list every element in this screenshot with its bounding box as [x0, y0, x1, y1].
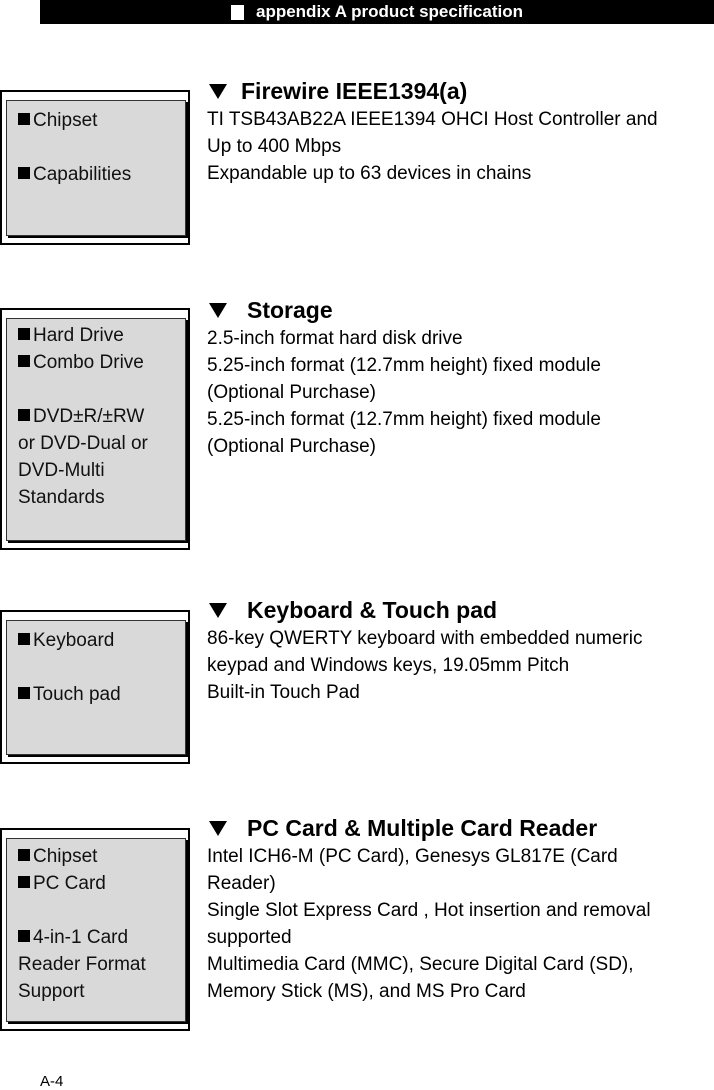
bullet-square-icon — [18, 355, 30, 367]
section-title: PC Card & Multiple Card Reader — [207, 814, 712, 842]
body-line: 5.25-inch format (12.7mm height) fixed m… — [207, 355, 601, 376]
section-pccard: PC Card & Multiple Card Reader Intel ICH… — [207, 814, 712, 1005]
body-line: Up to 400 Mbps — [207, 136, 342, 157]
body-line: Intel ICH6-M (PC Card), Genesys GL817E (… — [207, 846, 618, 867]
spec-box-firewire-inner: Chipset Capabilities — [6, 100, 186, 236]
box-item: Chipset — [18, 843, 185, 870]
body-line: (Optional Purchase) — [207, 436, 376, 457]
section-storage: Storage 2.5-inch format hard disk drive … — [207, 296, 712, 460]
section-title: Firewire IEEE1394(a) — [207, 77, 712, 105]
box-item: 4-in-1 Card — [18, 924, 185, 951]
box-spacer — [18, 376, 185, 403]
box-spacer — [18, 654, 185, 681]
bullet-square-icon — [18, 409, 30, 421]
body-line: Single Slot Express Card , Hot insertion… — [207, 900, 651, 921]
spec-box-pccard: Chipset PC Card 4-in-1 Card Reader Forma… — [0, 828, 190, 1031]
box-item: Standards — [18, 487, 105, 508]
triangle-down-icon — [209, 602, 227, 618]
body-line: (Optional Purchase) — [207, 382, 376, 403]
page-number: A-4 — [40, 1073, 64, 1090]
bullet-square-icon — [18, 113, 30, 125]
body-line: Built-in Touch Pad — [207, 682, 360, 703]
spec-box-storage: Hard Drive Combo Drive DVD±R/±RW or DVD-… — [0, 308, 190, 550]
box-item: Hard Drive — [18, 322, 185, 349]
box-item: or DVD-Dual or — [18, 433, 148, 454]
body-line: 5.25-inch format (12.7mm height) fixed m… — [207, 409, 601, 430]
body-line: Reader) — [207, 873, 276, 894]
header-square-icon — [231, 4, 244, 20]
box-item: DVD-Multi — [18, 460, 105, 481]
box-item: Support — [18, 981, 85, 1002]
bullet-square-icon — [18, 849, 30, 861]
section-body: 2.5-inch format hard disk drive 5.25-inc… — [207, 325, 712, 460]
box-item: Combo Drive — [18, 349, 185, 376]
box-item: Touch pad — [18, 681, 185, 708]
section-keyboard: Keyboard & Touch pad 86-key QWERTY keybo… — [207, 596, 712, 706]
bullet-square-icon — [18, 930, 30, 942]
body-line: Memory Stick (MS), and MS Pro Card — [207, 981, 526, 1002]
body-line: 2.5-inch format hard disk drive — [207, 328, 463, 349]
body-line: TI TSB43AB22A IEEE1394 OHCI Host Control… — [207, 109, 658, 130]
triangle-down-icon — [209, 83, 227, 99]
spec-box-pccard-inner: Chipset PC Card 4-in-1 Card Reader Forma… — [6, 838, 186, 1022]
box-spacer — [18, 134, 185, 161]
bullet-square-icon — [18, 328, 30, 340]
triangle-down-icon — [209, 820, 227, 836]
bullet-square-icon — [18, 167, 30, 179]
body-line: Expandable up to 63 devices in chains — [207, 163, 532, 184]
section-firewire: Firewire IEEE1394(a) TI TSB43AB22A IEEE1… — [207, 77, 712, 187]
bullet-square-icon — [18, 876, 30, 888]
box-spacer — [18, 897, 185, 924]
body-line: Multimedia Card (MMC), Secure Digital Ca… — [207, 954, 634, 975]
section-body: TI TSB43AB22A IEEE1394 OHCI Host Control… — [207, 106, 712, 187]
triangle-down-icon — [209, 302, 227, 318]
section-title: Storage — [207, 296, 712, 324]
box-item: DVD±R/±RW — [18, 403, 185, 430]
body-line: 86-key QWERTY keyboard with embedded num… — [207, 628, 643, 649]
bullet-square-icon — [18, 633, 30, 645]
spec-box-storage-inner: Hard Drive Combo Drive DVD±R/±RW or DVD-… — [6, 318, 186, 541]
spec-box-keyboard: Keyboard Touch pad — [0, 610, 190, 764]
box-item: Reader Format — [18, 954, 146, 975]
page-header-bar: appendix A product specification — [40, 0, 714, 24]
spec-box-keyboard-inner: Keyboard Touch pad — [6, 620, 186, 755]
body-line: keypad and Windows keys, 19.05mm Pitch — [207, 655, 570, 676]
section-body: Intel ICH6-M (PC Card), Genesys GL817E (… — [207, 843, 712, 1005]
box-item: Chipset — [18, 107, 185, 134]
box-item: Keyboard — [18, 627, 185, 654]
page-header-title: appendix A product specification — [256, 2, 523, 21]
body-line: supported — [207, 927, 292, 948]
bullet-square-icon — [18, 687, 30, 699]
spec-box-firewire: Chipset Capabilities — [0, 90, 190, 245]
box-item: Capabilities — [18, 161, 185, 188]
section-body: 86-key QWERTY keyboard with embedded num… — [207, 625, 712, 706]
section-title: Keyboard & Touch pad — [207, 596, 712, 624]
box-item: PC Card — [18, 870, 185, 897]
